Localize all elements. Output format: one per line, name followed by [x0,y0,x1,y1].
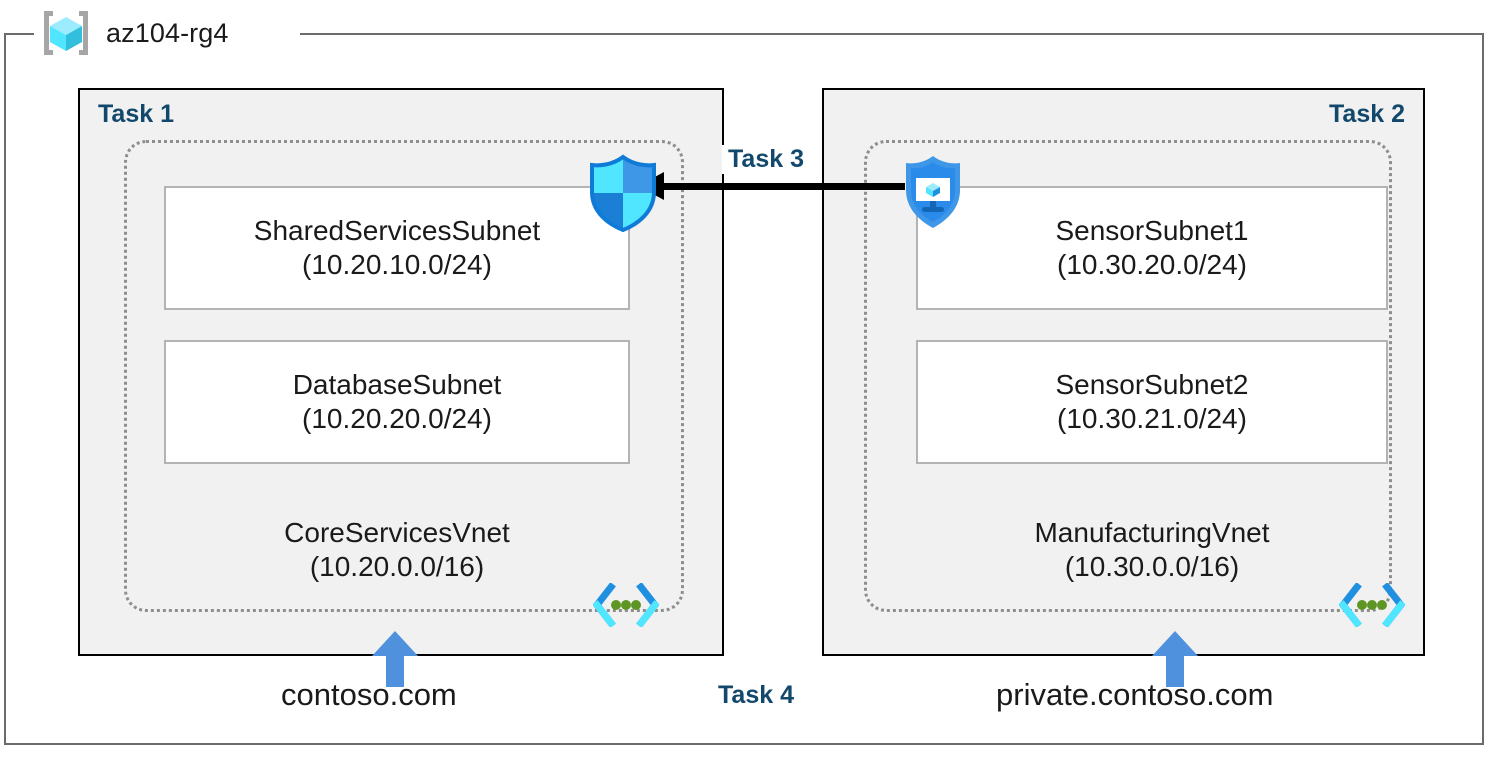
subnet-cidr: (10.30.20.0/24) [1057,249,1247,280]
virtual-network-icon [1339,583,1405,627]
vnet-cidr: (10.30.0.0/16) [1064,551,1240,583]
dns-zone-contoso: contoso.com [281,677,457,712]
task2-label: Task 2 [1329,100,1405,128]
subnet-sensor2: SensorSubnet2 (10.30.21.0/24) [916,340,1388,464]
resource-group-frame-left [4,33,6,745]
task1-label: Task 1 [98,100,174,128]
subnet-name: DatabaseSubnet [292,368,502,400]
vnet-name: CoreServicesVnet [284,517,510,548]
subnet-name: SensorSubnet2 [1055,368,1249,400]
resource-group-name: az104-rg4 [106,17,229,48]
dns-link-arrow-icon [372,631,418,687]
subnet-sharedservices: SharedServicesSubnet (10.20.10.0/24) [164,186,630,310]
subnet-sensor1: SensorSubnet1 (10.30.20.0/24) [916,186,1388,310]
resource-group-frame-right [1482,33,1484,745]
peering-connector-line [660,183,905,190]
subnet-cidr: (10.20.20.0/24) [302,403,492,434]
vnet-manufacturing-boundary [864,140,1392,612]
resource-group-label: az104-rg4 [38,6,237,60]
vnet-manufacturing-label: ManufacturingVnet (10.30.0.0/16) [916,516,1388,584]
vnet-name: ManufacturingVnet [1034,517,1270,548]
dns-zone-private-contoso: private.contoso.com [996,677,1274,712]
subnet-database: DatabaseSubnet (10.20.20.0/24) [164,340,630,464]
security-shield-icon [590,154,656,233]
resource-group-frame-top-left [4,33,34,35]
virtual-network-icon [593,583,659,627]
bastion-protected-vm-icon [906,156,960,228]
resource-group-frame-top-right [300,33,1484,35]
task4-label: Task 4 [718,681,794,709]
resource-group-frame-bottom [4,743,1484,745]
subnet-cidr: (10.20.10.0/24) [302,249,492,280]
subnet-cidr: (10.30.21.0/24) [1057,403,1247,434]
vnet-cidr: (10.20.0.0/16) [309,551,485,583]
subnet-name: SharedServicesSubnet [253,214,541,246]
subnet-name: SensorSubnet1 [1055,214,1249,246]
resource-group-cube-icon [44,11,88,55]
vnet-coreservices-label: CoreServicesVnet (10.20.0.0/16) [164,516,630,584]
vnet-coreservices-boundary [124,140,684,612]
task3-label: Task 3 [722,145,810,174]
dns-link-arrow-icon [1152,631,1198,687]
